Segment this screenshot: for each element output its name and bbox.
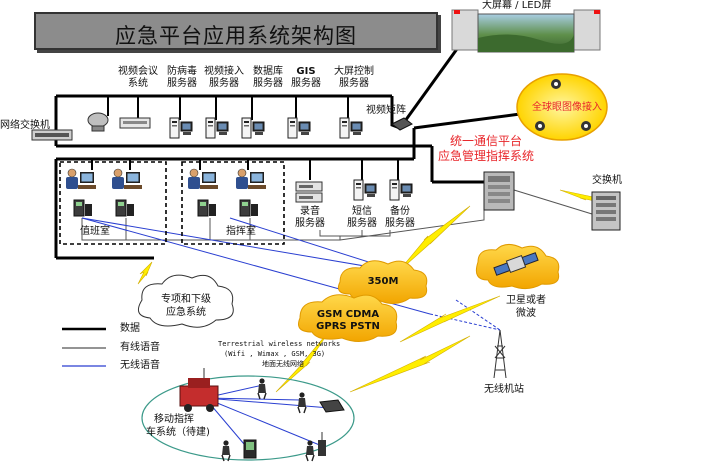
sms-server-icon (353, 179, 377, 201)
gis-label-2: 服务器 (291, 78, 321, 89)
title-box: 应急平台应用系统架构图 (34, 12, 438, 50)
duty-room-label: 值班室 (80, 226, 110, 237)
antivirus-label-1: 防病毒 (167, 66, 197, 77)
antivirus-server-icon (169, 117, 193, 139)
switch-label: 交换机 (592, 175, 622, 186)
field-radio-icon (318, 432, 326, 456)
command-operator-1-icon (187, 168, 219, 190)
video-conf-label-1: 视频会议 (118, 66, 158, 77)
video-matrix-device (391, 117, 413, 131)
field-person-1-icon (257, 377, 267, 400)
gis-label-1: GIS (296, 66, 316, 77)
duty-operator-1-icon (65, 168, 97, 190)
cloud-gsm-label-1: GSM CDMA (316, 309, 380, 320)
global-eye-bubble (516, 73, 608, 141)
backup-label-1: 备份 (390, 206, 410, 217)
gis-server-icon (287, 117, 311, 139)
backup-server-icon (389, 179, 413, 201)
satellite-label-1: 卫星或者 (506, 295, 546, 306)
server-drops (91, 96, 399, 180)
duty-operator-2-icon (111, 168, 143, 190)
database-label-1: 数据库 (253, 66, 283, 77)
base-station-tower-icon (493, 329, 507, 379)
command-vehicle-icon (179, 368, 219, 412)
database-label-2: 服务器 (253, 78, 283, 89)
recording-label-1: 录音 (300, 206, 320, 217)
bigscreen-display (451, 9, 601, 53)
command-room-label: 指挥室 (226, 226, 256, 237)
cloud-gsm (298, 294, 398, 342)
backup-label-2: 服务器 (385, 218, 415, 229)
global-eye-label: 全球眼图像接入 (532, 102, 602, 113)
base-station-label: 无线机站 (484, 384, 524, 395)
legend-wireless-label: 无线语音 (120, 360, 160, 371)
mobile-network-ellipse (141, 375, 355, 461)
command-phone-1-icon (197, 199, 217, 217)
database-server-icon (241, 117, 265, 139)
bigscreen-ctrl-label-1: 大屏控制 (334, 66, 374, 77)
cloud-350m-label: 350M (367, 276, 399, 287)
switch-device-icon (591, 191, 621, 231)
cloud-satellite (475, 244, 560, 290)
duty-phone-1-icon (73, 199, 93, 217)
recording-server-icon (295, 181, 323, 203)
video-conference-device (87, 112, 151, 132)
platform-label-1: 统一通信平台 (449, 134, 523, 148)
cloud-special (137, 274, 234, 328)
wireless-voice-lines (81, 217, 501, 447)
platform-label-2: 应急管理指挥系统 (437, 149, 535, 163)
video-matrix-label: 视频矩阵 (366, 105, 406, 116)
sms-label-1: 短信 (352, 206, 372, 217)
command-operator-2-icon (235, 168, 267, 190)
legend-data-label: 数据 (120, 323, 140, 334)
legend-wired-label: 有线语音 (120, 342, 160, 353)
bigscreen-label: 大屏幕 / LED屏 (482, 0, 552, 11)
field-person-2-icon (297, 391, 307, 414)
wired-voice-lines (81, 189, 593, 241)
bigscreen-ctrl-server-icon (339, 117, 363, 139)
field-laptop-icon (319, 399, 345, 413)
cloud-gsm-label-2: GPRS PSTN (316, 321, 380, 332)
sms-label-2: 服务器 (347, 218, 377, 229)
duty-phone-2-icon (115, 199, 135, 217)
field-person-4-icon (305, 439, 315, 462)
mobile-label-2: 车系统（待建) (146, 427, 210, 438)
command-room-frame (181, 161, 285, 245)
field-pda-icon (243, 439, 257, 459)
terrestrial-label-3: 地面无线网络 (262, 360, 304, 368)
video-in-server-icon (205, 117, 229, 139)
mobile-label-1: 移动指挥 (154, 414, 194, 425)
special-cloud-label-1: 专项和下级 (161, 294, 211, 305)
recording-label-2: 服务器 (295, 218, 325, 229)
network-switch-device (31, 129, 73, 141)
video-conf-label-2: 系统 (128, 78, 148, 89)
duty-room-frame (59, 161, 167, 245)
antivirus-label-2: 服务器 (167, 78, 197, 89)
video-in-label-2: 服务器 (209, 78, 239, 89)
video-in-label-1: 视频接入 (204, 66, 244, 77)
satellite-label-2: 微波 (516, 308, 536, 319)
terrestrial-label-1: Terrestrial wireless networks (218, 340, 341, 348)
special-cloud-label-2: 应急系统 (166, 307, 206, 318)
command-phone-2-icon (239, 199, 259, 217)
diagram-title: 应急平台应用系统架构图 (115, 24, 357, 48)
data-bus (54, 41, 521, 260)
platform-server-icon (483, 171, 515, 211)
bigscreen-ctrl-label-2: 服务器 (339, 78, 369, 89)
network-switch-label: 网络交换机 (0, 120, 50, 131)
terrestrial-label-2: (Wifi , Wimax , GSM, 3G) (224, 350, 326, 358)
field-person-3-icon (221, 439, 231, 462)
